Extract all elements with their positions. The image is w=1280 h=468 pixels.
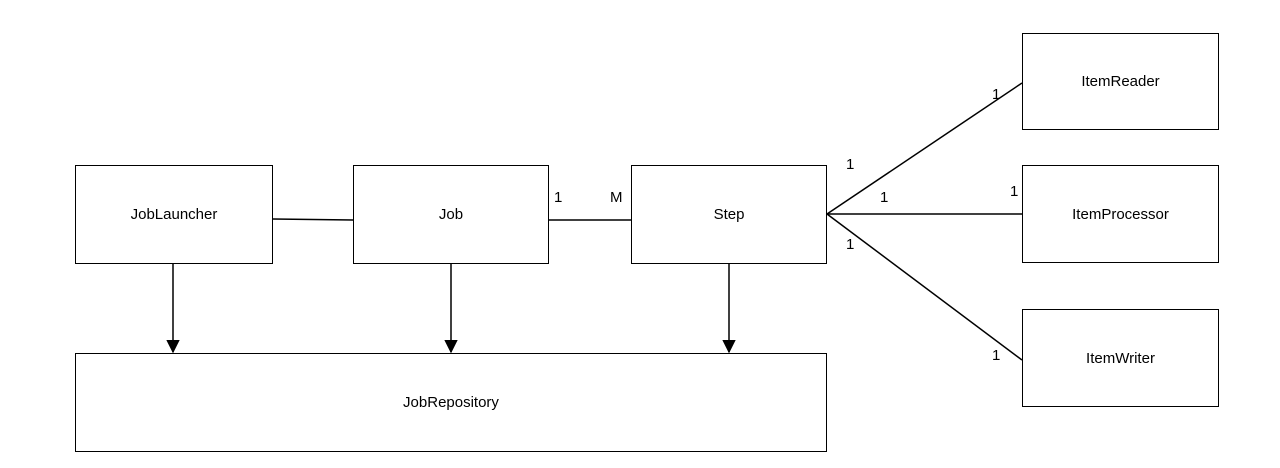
step-node: Step: [631, 165, 827, 264]
step-itemwriter-connector: [826, 213, 1023, 361]
itemprocessor-node: ItemProcessor: [1022, 165, 1219, 263]
job-node: Job: [353, 165, 549, 264]
step-reader-reader-end-multiplicity: 1: [992, 86, 1001, 103]
jobrepository-label: JobRepository: [403, 394, 499, 411]
step-reader-step-end-multiplicity: 1: [846, 156, 855, 173]
job-step-step-end-multiplicity: M: [610, 189, 623, 206]
step-writer-step-end-multiplicity: 1: [846, 236, 855, 253]
itemwriter-label: ItemWriter: [1086, 349, 1155, 367]
job-label: Job: [438, 206, 464, 223]
itemwriter-node: ItemWriter: [1022, 309, 1219, 407]
joblauncher-label: JobLauncher: [130, 206, 218, 223]
jobrepository-node: JobRepository: [75, 353, 827, 452]
job-step-job-end-multiplicity: 1: [554, 189, 563, 206]
step-itemreader-connector: [826, 82, 1023, 215]
itemreader-label: ItemReader: [1081, 73, 1160, 90]
step-writer-writer-end-multiplicity: 1: [992, 347, 1001, 364]
step-processor-step-end-multiplicity: 1: [880, 189, 889, 206]
joblauncher-node: JobLauncher: [75, 165, 273, 264]
joblauncher-job-connector: [272, 218, 354, 221]
step-processor-processor-end-multiplicity: 1: [1010, 183, 1019, 200]
itemprocessor-label: ItemProcessor: [1072, 205, 1169, 223]
itemreader-node: ItemReader: [1022, 33, 1219, 130]
step-label: Step: [713, 206, 745, 223]
